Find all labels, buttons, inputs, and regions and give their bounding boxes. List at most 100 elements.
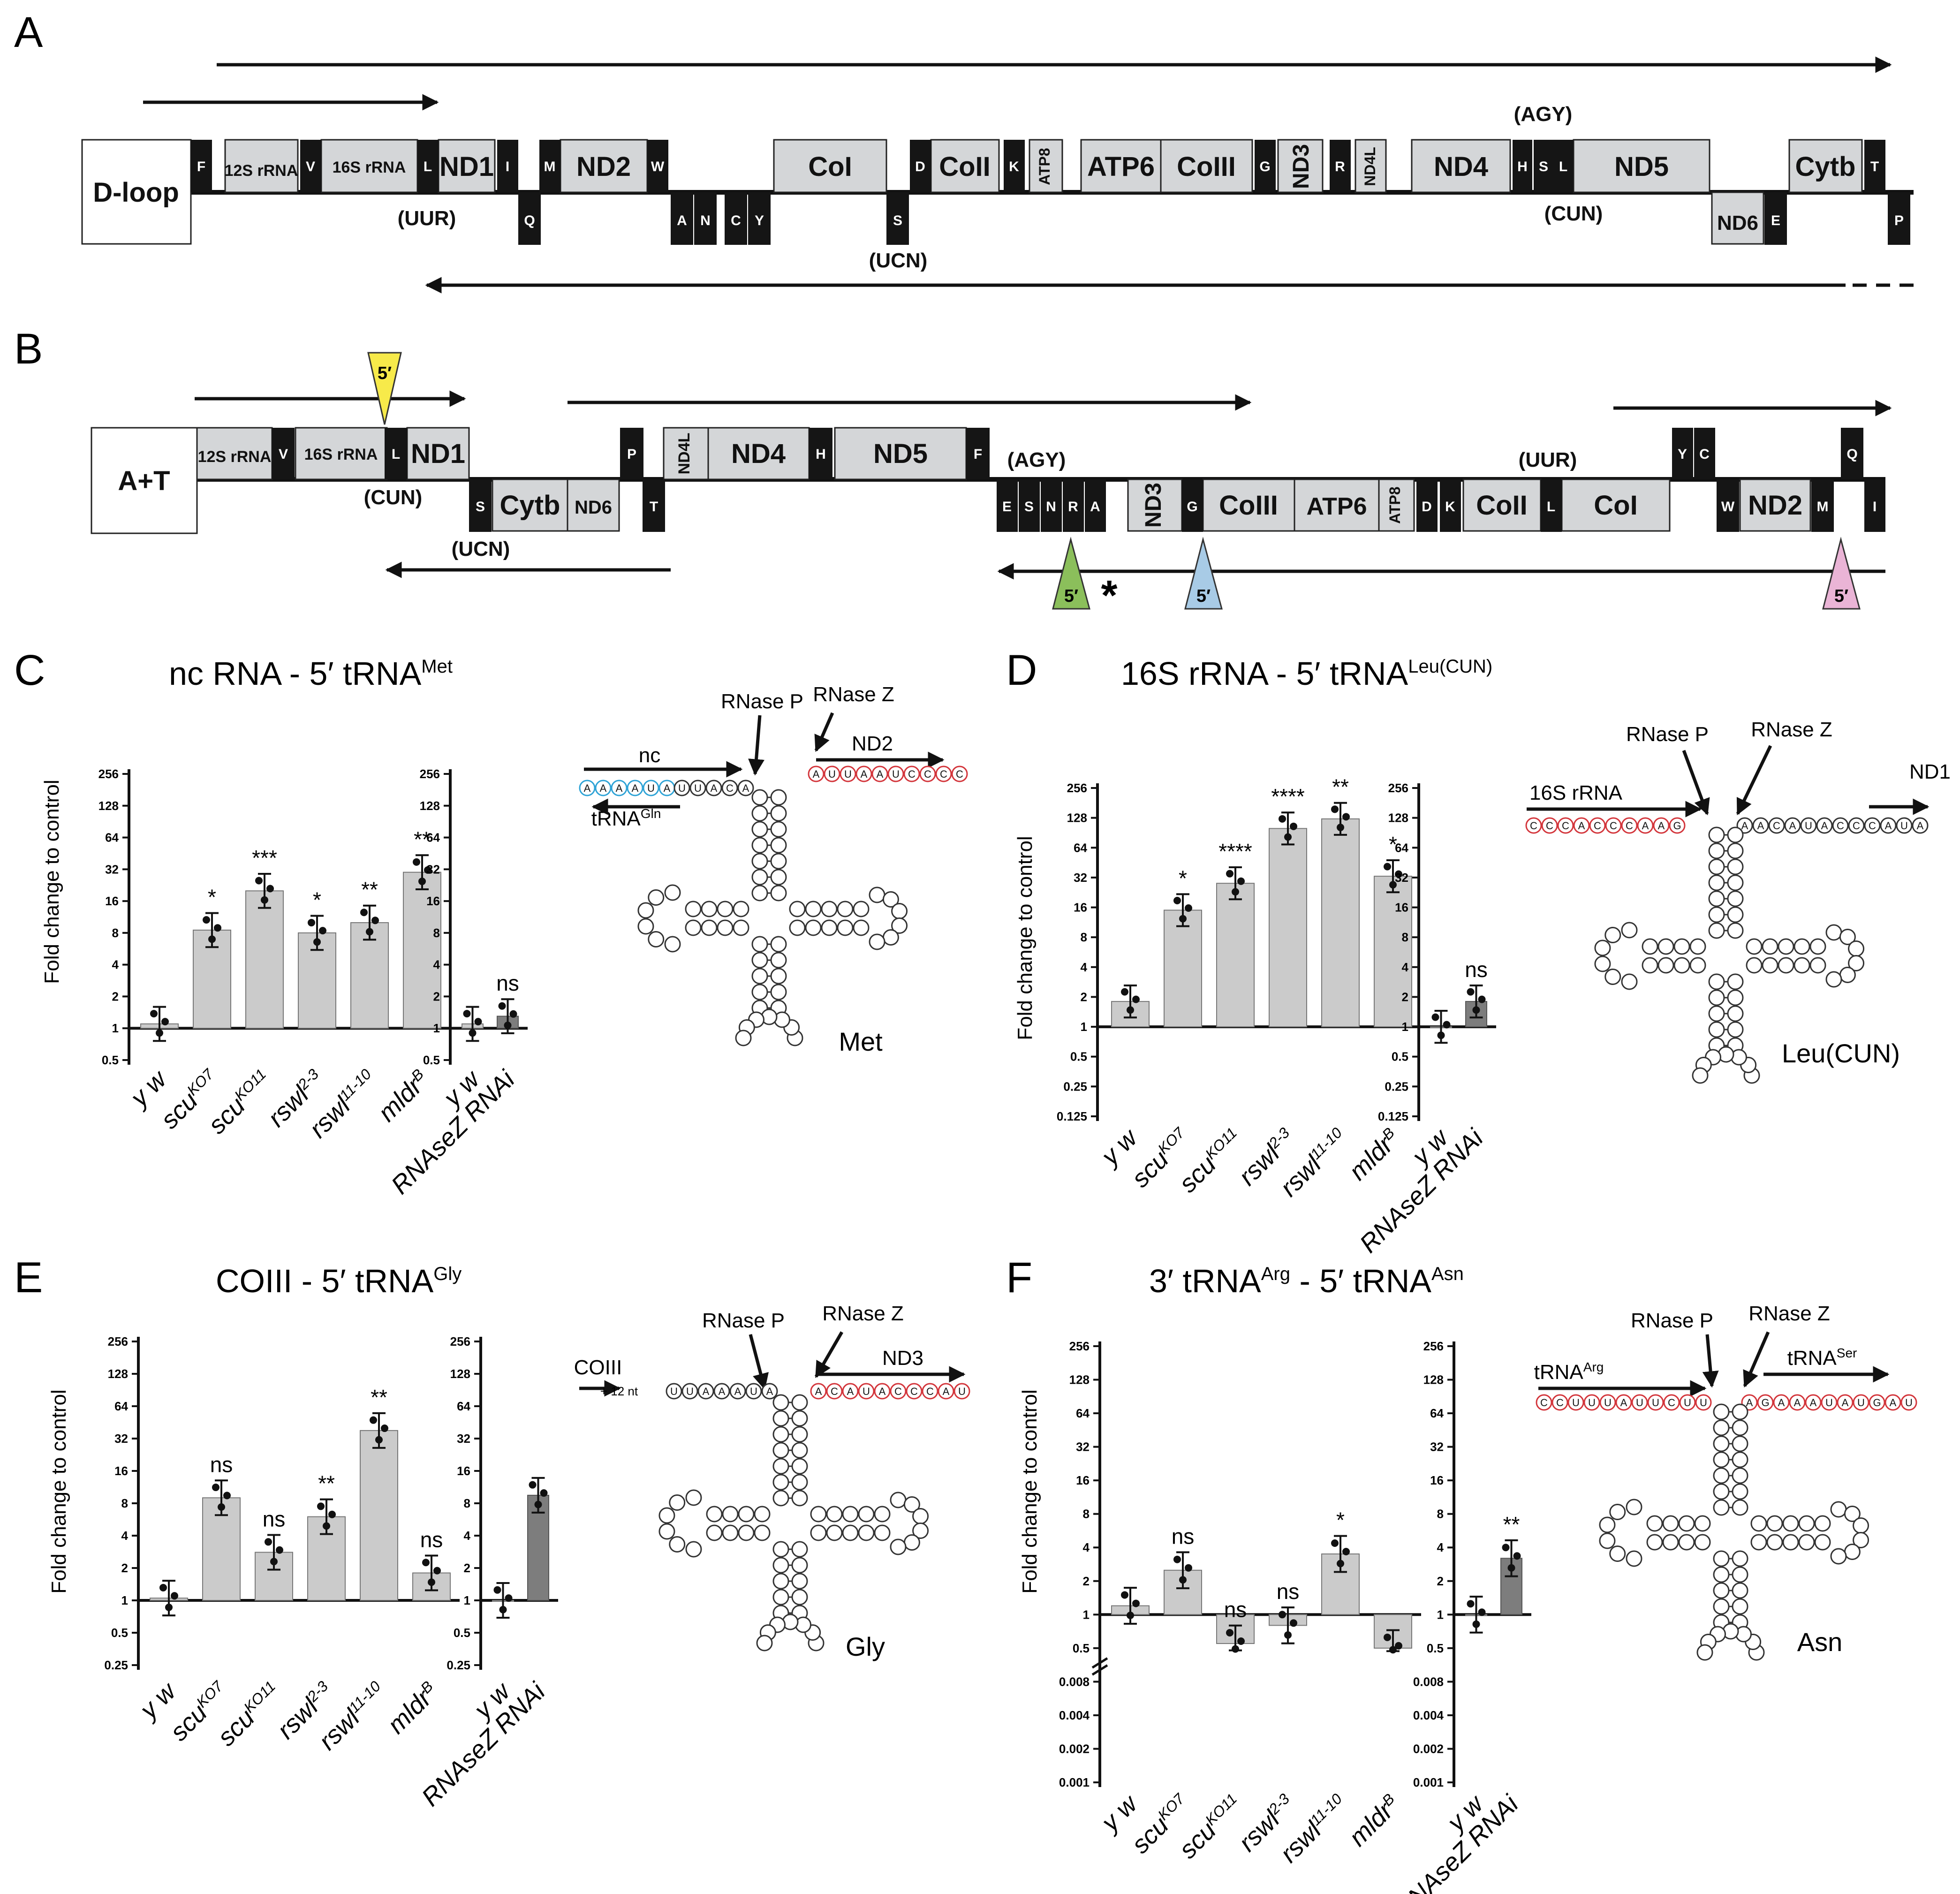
nucleotide	[935, 765, 952, 782]
trna-label: C	[731, 213, 741, 228]
trna-label: M	[544, 159, 556, 174]
y-tick-label: 0.5	[423, 1053, 440, 1067]
significance-label: *	[1336, 1508, 1345, 1532]
nucleotide	[648, 889, 665, 906]
nucleotide	[1713, 1419, 1730, 1436]
bar-c-bar-5	[403, 871, 441, 1029]
gene-atp8	[1378, 478, 1415, 532]
codon-annotation: (UUR)	[1519, 448, 1577, 471]
marker-5prime-green	[1052, 537, 1090, 610]
nucleotide	[1794, 938, 1810, 955]
data-point	[534, 1500, 542, 1508]
trna-gln-label: tRNAGln	[591, 806, 661, 830]
data-point	[1342, 1547, 1350, 1555]
panel-label-e: E	[14, 1254, 43, 1302]
data-point	[1173, 1555, 1181, 1563]
nucleotide-letter: C	[1556, 1397, 1564, 1409]
nucleotide	[770, 869, 787, 886]
y-tick-label: 2	[433, 989, 440, 1003]
y-tick-label: 64	[426, 831, 440, 845]
nucleotide	[1768, 817, 1785, 834]
nucleotide-letter: A	[1620, 1397, 1627, 1409]
at-region-box	[91, 427, 198, 534]
nucleotide	[685, 1541, 702, 1558]
nucleotide	[1814, 1534, 1831, 1551]
nucleotide-letter: U	[863, 1386, 870, 1397]
genome-map-b: A+T 12S rRNA 16S rRNA ND1 Cytb ND6 ND4L …	[91, 352, 1892, 619]
chart-f: 0.0010.0020.0040.0080.51248163264128256y…	[1059, 1339, 1531, 1894]
trna-group-top-a: F V L I M W D K G R H S L T	[191, 140, 1885, 192]
nucleotide	[1713, 1451, 1730, 1468]
nucleotide	[1848, 817, 1865, 834]
nucleotide	[1762, 957, 1778, 974]
downstream-label: ND1	[1909, 760, 1951, 783]
trna-group-bottom-b: S T E S N R A G D K L W M I	[469, 479, 1885, 532]
nucleotide	[1662, 1534, 1679, 1551]
nucleotide	[1732, 1451, 1748, 1468]
data-point	[493, 1586, 501, 1594]
nucleotide	[772, 1442, 789, 1459]
nucleotide	[627, 780, 643, 796]
nucleotide	[1708, 858, 1725, 875]
nucleotide-letter: U	[1825, 1397, 1833, 1409]
cloverleaf-met	[637, 789, 908, 1046]
nucleotide-letter: A	[813, 768, 820, 780]
axis-break	[1091, 1664, 1108, 1676]
trna-label: Y	[1678, 447, 1687, 462]
y-tick-label: 256	[108, 1334, 128, 1349]
nucleotide	[882, 891, 899, 908]
trna-label: F	[974, 447, 982, 462]
data-point	[1226, 870, 1234, 878]
nucleotide	[1657, 938, 1674, 955]
nucleotide	[1732, 1499, 1748, 1516]
nucleotide	[738, 1506, 755, 1523]
nucleotide	[751, 885, 768, 902]
at-region-label: A+T	[118, 466, 170, 496]
y-tick-label: 0.004	[1413, 1708, 1444, 1722]
data-point	[1284, 1631, 1292, 1639]
data-point	[1389, 881, 1397, 889]
structure-name: Leu(CUN)	[1782, 1038, 1900, 1068]
significance-label: *	[208, 885, 216, 909]
nucleotide-letter: C	[726, 782, 734, 794]
y-tick-label: 16	[105, 894, 119, 908]
nucleotide	[751, 821, 768, 838]
data-point	[1507, 1564, 1515, 1572]
data-point	[1331, 1539, 1339, 1547]
nucleotide	[1798, 1534, 1815, 1551]
nucleotide	[1695, 1394, 1712, 1411]
nucleotide	[637, 918, 654, 935]
nucleotide	[1727, 858, 1744, 875]
y-tick-label: 0.25	[1385, 1079, 1408, 1093]
nucleotide-letter: U	[694, 782, 702, 794]
nucleotide	[824, 765, 840, 782]
nucleotide	[1778, 957, 1794, 974]
panel-label-b: B	[14, 325, 43, 373]
nucleotide-letter: A	[1757, 820, 1764, 832]
y-tick-label: 256	[1388, 781, 1408, 795]
trna-label: T	[650, 499, 658, 515]
codon-annotation: (UUR)	[398, 207, 456, 230]
y-tick-label: 4	[1402, 960, 1409, 974]
trna-group-bottom-a: Q A N C Y S E P	[518, 192, 1910, 245]
nucleotide	[791, 1426, 808, 1443]
nucleotide	[1708, 890, 1725, 907]
nucleotide-letter: A	[766, 1386, 773, 1397]
y-tick-label: 64	[1076, 1406, 1090, 1420]
gene-12s-rrna	[196, 427, 273, 480]
nucleotide-letter: U	[844, 768, 852, 780]
data-point	[1232, 1645, 1239, 1653]
nucleotide	[1642, 938, 1658, 955]
nucleotide-letter: U	[1588, 1397, 1596, 1409]
y-tick-label: 1	[433, 1021, 440, 1035]
nucleotide	[697, 1383, 714, 1400]
data-point	[418, 878, 426, 886]
y-tick-label: 4	[464, 1529, 471, 1543]
nucleotide	[1782, 1534, 1799, 1551]
y-tick-label: 0.008	[1413, 1674, 1444, 1689]
nucleotide-letter: A	[1778, 1397, 1785, 1409]
nucleotide	[1708, 1005, 1725, 1022]
